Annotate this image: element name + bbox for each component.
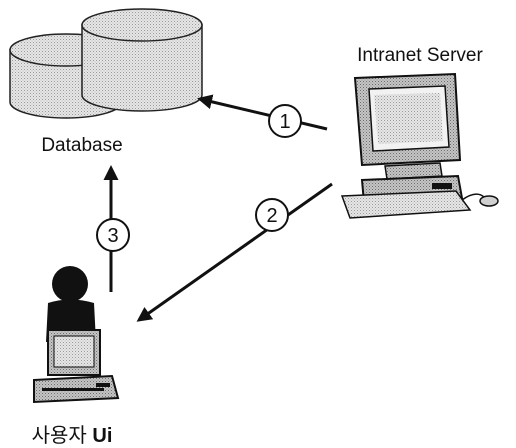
server-computer-icon [340,72,499,219]
user-computer-icon [33,266,120,404]
database-icon [9,8,203,119]
server-label: Intranet Server [357,45,483,66]
database-label: Database [41,135,122,156]
step-2-badge: 2 [255,198,289,232]
step-2-arrow [136,182,333,322]
step-3-badge: 3 [96,218,130,252]
step-1-arrow [197,94,328,131]
step-1-number: 1 [279,111,290,133]
user-label-suffix: Ui [92,425,112,447]
user-label: 사용자 Ui [32,424,113,447]
user-label-prefix: 사용자 [32,424,93,447]
step-3-number: 3 [107,225,118,247]
step-2-number: 2 [266,205,277,227]
step-1-badge: 1 [268,104,302,138]
